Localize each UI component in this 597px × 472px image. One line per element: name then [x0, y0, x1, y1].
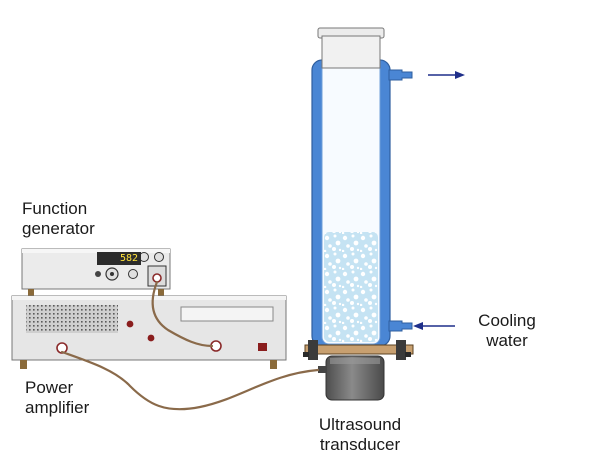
function-generator-label: Function generator [22, 199, 95, 239]
power-cable [60, 350, 320, 411]
power-amplifier-label-line1: Power [25, 378, 74, 397]
ultrasound-transducer-label-line2: transducer [319, 435, 401, 454]
knob-icon [154, 252, 164, 262]
inlet-arrow [413, 322, 455, 330]
power-amplifier [11, 295, 287, 369]
ultrasound-transducer-label-line1: Ultrasound [318, 415, 402, 434]
liquid-with-bubbles [324, 232, 378, 342]
top-cap [321, 35, 381, 69]
ultrasound-transducer-label: Ultrasound transducer [300, 415, 420, 455]
power-amplifier-label-line2: amplifier [25, 398, 90, 417]
signal-cable [151, 280, 214, 348]
knob-icon [128, 269, 138, 279]
function-generator [21, 248, 171, 297]
outlet-arrow [428, 71, 465, 79]
water-inlet-nozzle [388, 320, 413, 332]
transducer-connector [318, 366, 327, 373]
power-switch [258, 343, 267, 351]
power-amplifier-label: Power amplifier [25, 378, 89, 418]
water-outlet-nozzle [388, 69, 413, 81]
cooling-water-label: Cooling water [462, 311, 552, 351]
cooling-water-label-line1: Cooling [478, 311, 536, 330]
amplifier-display-window [180, 306, 274, 322]
reactor-column [311, 27, 413, 347]
cooling-water-label-line2: water [486, 331, 528, 350]
ultrasound-transducer [318, 355, 385, 401]
function-generator-label-line1: Function [22, 199, 88, 218]
mounting-plate [303, 340, 414, 360]
frequency-display: 582 [97, 252, 141, 265]
function-generator-label-line2: generator [22, 219, 95, 238]
vent-grille [26, 305, 118, 333]
